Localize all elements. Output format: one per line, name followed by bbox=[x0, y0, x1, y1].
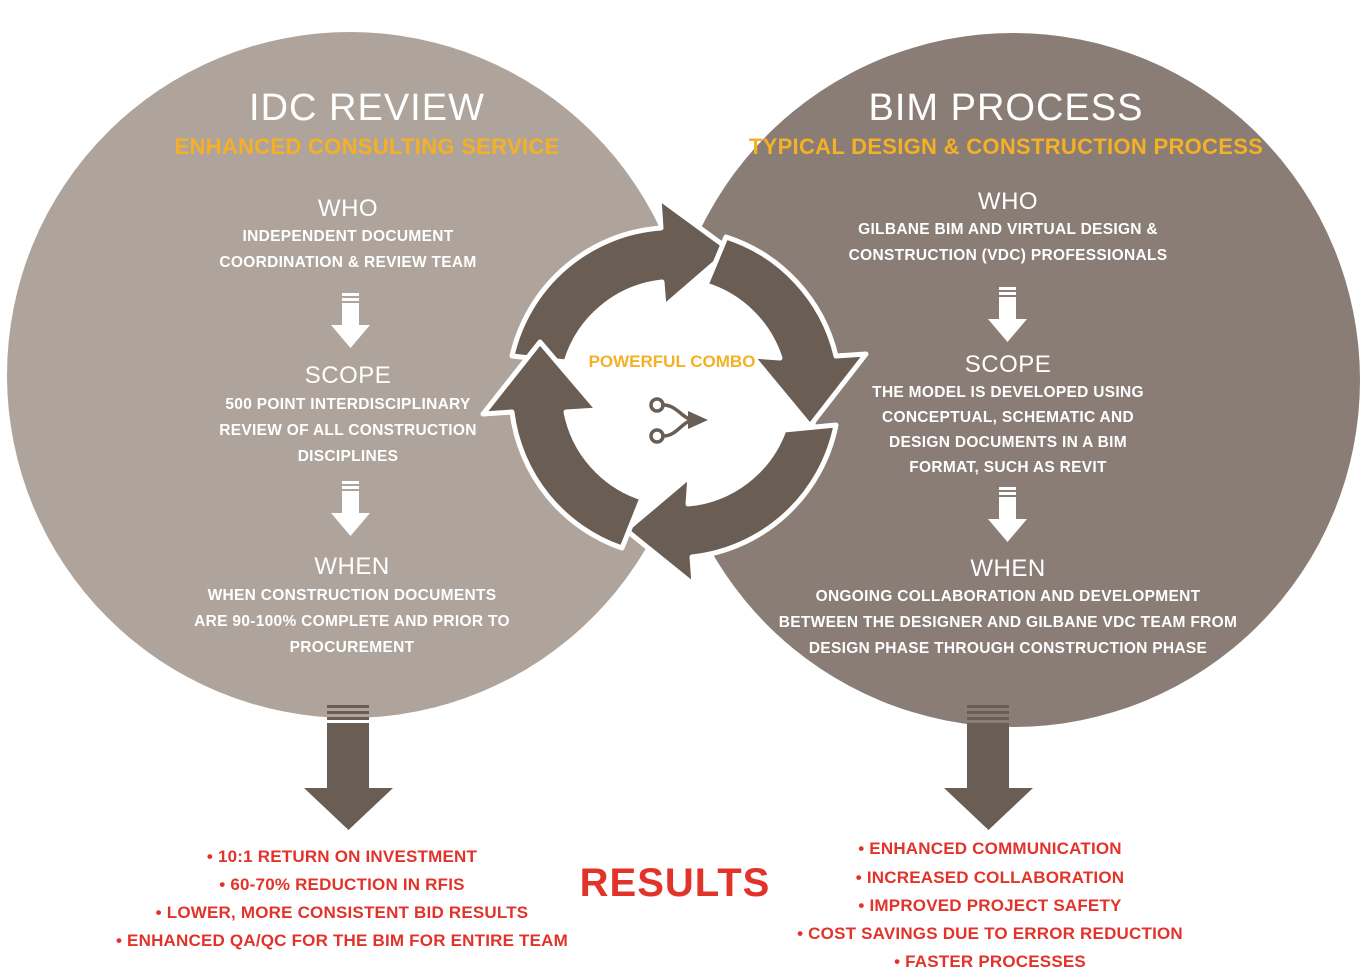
right-who-line: GILBANE BIM AND VIRTUAL DESIGN & bbox=[858, 221, 1158, 238]
right-result-item: • ENHANCED COMMUNICATION bbox=[858, 839, 1122, 858]
center-disc bbox=[529, 248, 819, 538]
right-scope-line: FORMAT, SUCH AS REVIT bbox=[909, 459, 1107, 476]
left-result-item: • LOWER, MORE CONSISTENT BID RESULTS bbox=[155, 903, 529, 922]
right-scope-heading: SCOPE bbox=[964, 351, 1052, 378]
left-scope-heading: SCOPE bbox=[304, 362, 392, 389]
cycle-arrow-top bbox=[509, 195, 733, 365]
right-down-arrows bbox=[988, 287, 1027, 542]
right-scope-line: DESIGN DOCUMENTS IN A BIM bbox=[889, 434, 1127, 451]
results-title: RESULTS bbox=[579, 861, 771, 905]
right-when-line: DESIGN PHASE THROUGH CONSTRUCTION PHASE bbox=[808, 640, 1208, 657]
left-who-line: INDEPENDENT DOCUMENT bbox=[242, 228, 454, 245]
left-scope-when-arrow bbox=[331, 481, 370, 536]
merge-arrows-icon bbox=[649, 397, 708, 444]
right-when-line: ONGOING COLLABORATION AND DEVELOPMENT bbox=[815, 588, 1201, 605]
right-who-scope-arrow bbox=[988, 287, 1027, 342]
right-who-heading: WHO bbox=[977, 188, 1039, 215]
right-scope-line: THE MODEL IS DEVELOPED USING bbox=[872, 384, 1144, 401]
right-result-item: • FASTER PROCESSES bbox=[894, 952, 1086, 971]
right-results-arrow bbox=[944, 705, 1033, 830]
left-when-line: ARE 90-100% COMPLETE AND PRIOR TO bbox=[194, 613, 510, 630]
left-result-item: • 60-70% REDUCTION IN RFIS bbox=[219, 875, 465, 894]
left-who-scope-arrow bbox=[331, 293, 370, 348]
left-scope-line: REVIEW OF ALL CONSTRUCTION bbox=[219, 422, 477, 439]
right-when-heading: WHEN bbox=[970, 555, 1046, 582]
left-who-heading: WHO bbox=[317, 195, 379, 222]
idc-review-circle bbox=[7, 32, 693, 718]
left-result-item: • 10:1 RETURN ON INVESTMENT bbox=[206, 847, 478, 866]
cycle-arrow-bottom bbox=[623, 422, 839, 588]
cycle-arrow-left bbox=[480, 339, 645, 551]
cycle-arrow-right bbox=[703, 234, 869, 429]
bim-process-circle bbox=[666, 33, 1360, 727]
left-scope-line: DISCIPLINES bbox=[297, 448, 399, 465]
left-who-line: COORDINATION & REVIEW TEAM bbox=[219, 254, 477, 271]
right-scope-when-arrow bbox=[988, 487, 1027, 542]
left-when-heading: WHEN bbox=[314, 553, 390, 580]
bim-process-subtitle: TYPICAL DESIGN & CONSTRUCTION PROCESS bbox=[748, 134, 1264, 159]
left-down-arrows bbox=[331, 293, 370, 536]
left-result-item: • ENHANCED QA/QC FOR THE BIM FOR ENTIRE … bbox=[115, 931, 569, 950]
bim-process-title: BIM PROCESS bbox=[868, 87, 1144, 129]
right-result-item: • INCREASED COLLABORATION bbox=[855, 868, 1125, 887]
powerful-combo-label: POWERFUL COMBO bbox=[588, 352, 756, 371]
idc-review-subtitle: ENHANCED CONSULTING SERVICE bbox=[174, 134, 560, 159]
right-result-item: • IMPROVED PROJECT SAFETY bbox=[858, 896, 1122, 915]
right-scope-line: CONCEPTUAL, SCHEMATIC AND bbox=[881, 409, 1135, 426]
right-result-item: • COST SAVINGS DUE TO ERROR REDUCTION bbox=[797, 924, 1183, 943]
left-when-line: WHEN CONSTRUCTION DOCUMENTS bbox=[207, 587, 497, 604]
left-scope-line: 500 POINT INTERDISCIPLINARY bbox=[225, 396, 471, 413]
left-results-arrow bbox=[304, 705, 393, 830]
cycle-arrows bbox=[480, 195, 869, 588]
idc-review-title: IDC REVIEW bbox=[249, 87, 485, 129]
right-when-line: BETWEEN THE DESIGNER AND GILBANE VDC TEA… bbox=[778, 614, 1238, 631]
left-when-line: PROCUREMENT bbox=[289, 639, 415, 656]
right-who-line: CONSTRUCTION (VDC) PROFESSIONALS bbox=[848, 247, 1168, 264]
